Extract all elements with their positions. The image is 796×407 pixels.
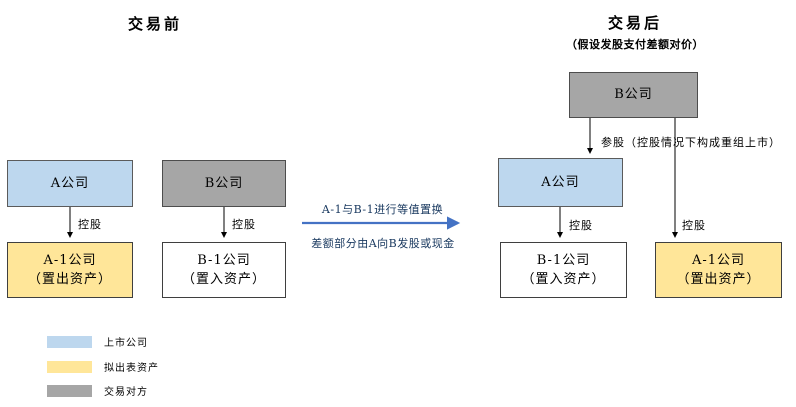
- after-company-b-label: B公司: [614, 87, 653, 103]
- before-company-a-box: A公司: [7, 160, 133, 207]
- before-asset-a1-desc: （置出资产）: [27, 272, 112, 287]
- legend-item-divest-asset: 拟出表资产: [47, 359, 159, 374]
- after-company-a-box: A公司: [498, 158, 623, 207]
- before-asset-a1-box: A-1公司 （置出资产）: [7, 242, 133, 298]
- before-asset-b1-desc: （置入资产）: [181, 272, 266, 287]
- before-asset-a1-name: A-1公司: [43, 252, 97, 268]
- after-company-b-box: B公司: [569, 72, 698, 118]
- after-asset-b1-name: B-1公司: [536, 252, 591, 268]
- before-company-b-box: B公司: [162, 160, 286, 207]
- swap-arrow-bottom-text: 差额部分由A向B发股或现金: [311, 237, 455, 250]
- legend-item-counterparty: 交易对方: [47, 383, 148, 398]
- legend-swatch-listed-company: [47, 335, 92, 348]
- legend-swatch-counterparty: [47, 384, 92, 397]
- after-section-subtitle: （假设发股支付差额对价）: [566, 38, 704, 51]
- before-company-b-label: B公司: [204, 175, 244, 191]
- before-asset-b1-name: B-1公司: [197, 252, 251, 268]
- before-section-title: 交易前: [127, 15, 182, 33]
- before-asset-b1-box: B-1公司 （置入资产）: [162, 242, 286, 298]
- after-asset-a1-name: A-1公司: [691, 252, 746, 268]
- before-holding-a-label: 控股: [78, 218, 102, 231]
- before-holding-b-label: 控股: [232, 218, 256, 231]
- legend-label-counterparty: 交易对方: [104, 387, 148, 398]
- after-section-header: 交易后 （假设发股支付差额对价）: [535, 12, 735, 52]
- legend-item-listed-company: 上市公司: [47, 334, 148, 349]
- legend-label-listed-company: 上市公司: [104, 338, 148, 349]
- after-company-a-label: A公司: [541, 174, 580, 190]
- swap-arrow-top-text: A-1与B-1进行等值置换: [321, 203, 444, 216]
- after-asset-a1-box: A-1公司 （置出资产）: [655, 242, 782, 298]
- legend-swatch-divest-asset: [47, 360, 92, 373]
- after-asset-a1-desc: （置出资产）: [676, 272, 761, 287]
- after-asset-b1-desc: （置入资产）: [521, 272, 606, 287]
- after-participation-note: 参股（控股情况下构成重组上市）: [601, 136, 781, 149]
- after-asset-b1-box: B-1公司 （置入资产）: [500, 242, 627, 298]
- after-section-title: 交易后: [607, 14, 662, 32]
- legend-label-divest-asset: 拟出表资产: [104, 363, 159, 374]
- after-holding-b-label: 控股: [682, 219, 706, 232]
- before-company-a-label: A公司: [50, 175, 90, 191]
- after-holding-a-label: 控股: [569, 219, 593, 232]
